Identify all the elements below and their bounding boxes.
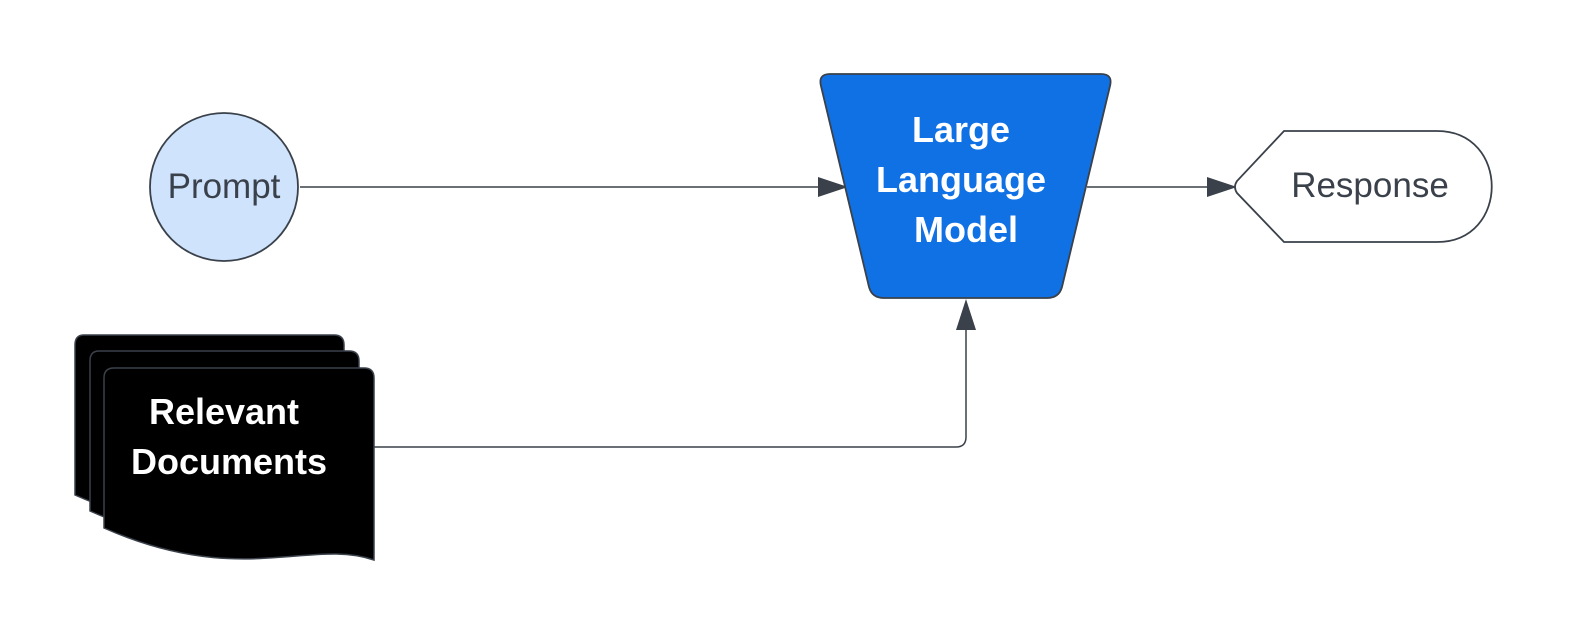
node-prompt[interactable]: Prompt [149, 112, 299, 262]
documents-label: Relevant Documents [131, 391, 327, 482]
edge-line [373, 330, 967, 448]
arrowhead [956, 299, 976, 330]
document-sheet-front [103, 367, 375, 562]
llm-label: Large Language Model [876, 109, 1056, 250]
arrowhead [1207, 177, 1237, 197]
llm-label-line-2: Language [876, 159, 1046, 200]
prompt-label: Prompt [168, 167, 281, 206]
edge-llm-to-response [1087, 177, 1237, 197]
arrowhead [818, 177, 848, 197]
edge-prompt-to-llm [300, 177, 848, 197]
response-display-shape [1234, 130, 1493, 243]
response-label: Response [1291, 166, 1449, 205]
documents-label-line-1: Relevant [149, 391, 299, 432]
node-response[interactable]: Response [1234, 130, 1493, 243]
prompt-circle [149, 112, 299, 262]
llm-label-line-1: Large [912, 109, 1010, 150]
llm-label-line-3: Model [914, 209, 1018, 250]
node-llm[interactable]: Large Language Model [819, 73, 1112, 299]
llm-trapezoid [819, 73, 1112, 299]
node-documents[interactable]: Relevant Documents [74, 334, 375, 562]
documents-label-line-2: Documents [131, 441, 327, 482]
edge-documents-to-llm [373, 299, 976, 448]
